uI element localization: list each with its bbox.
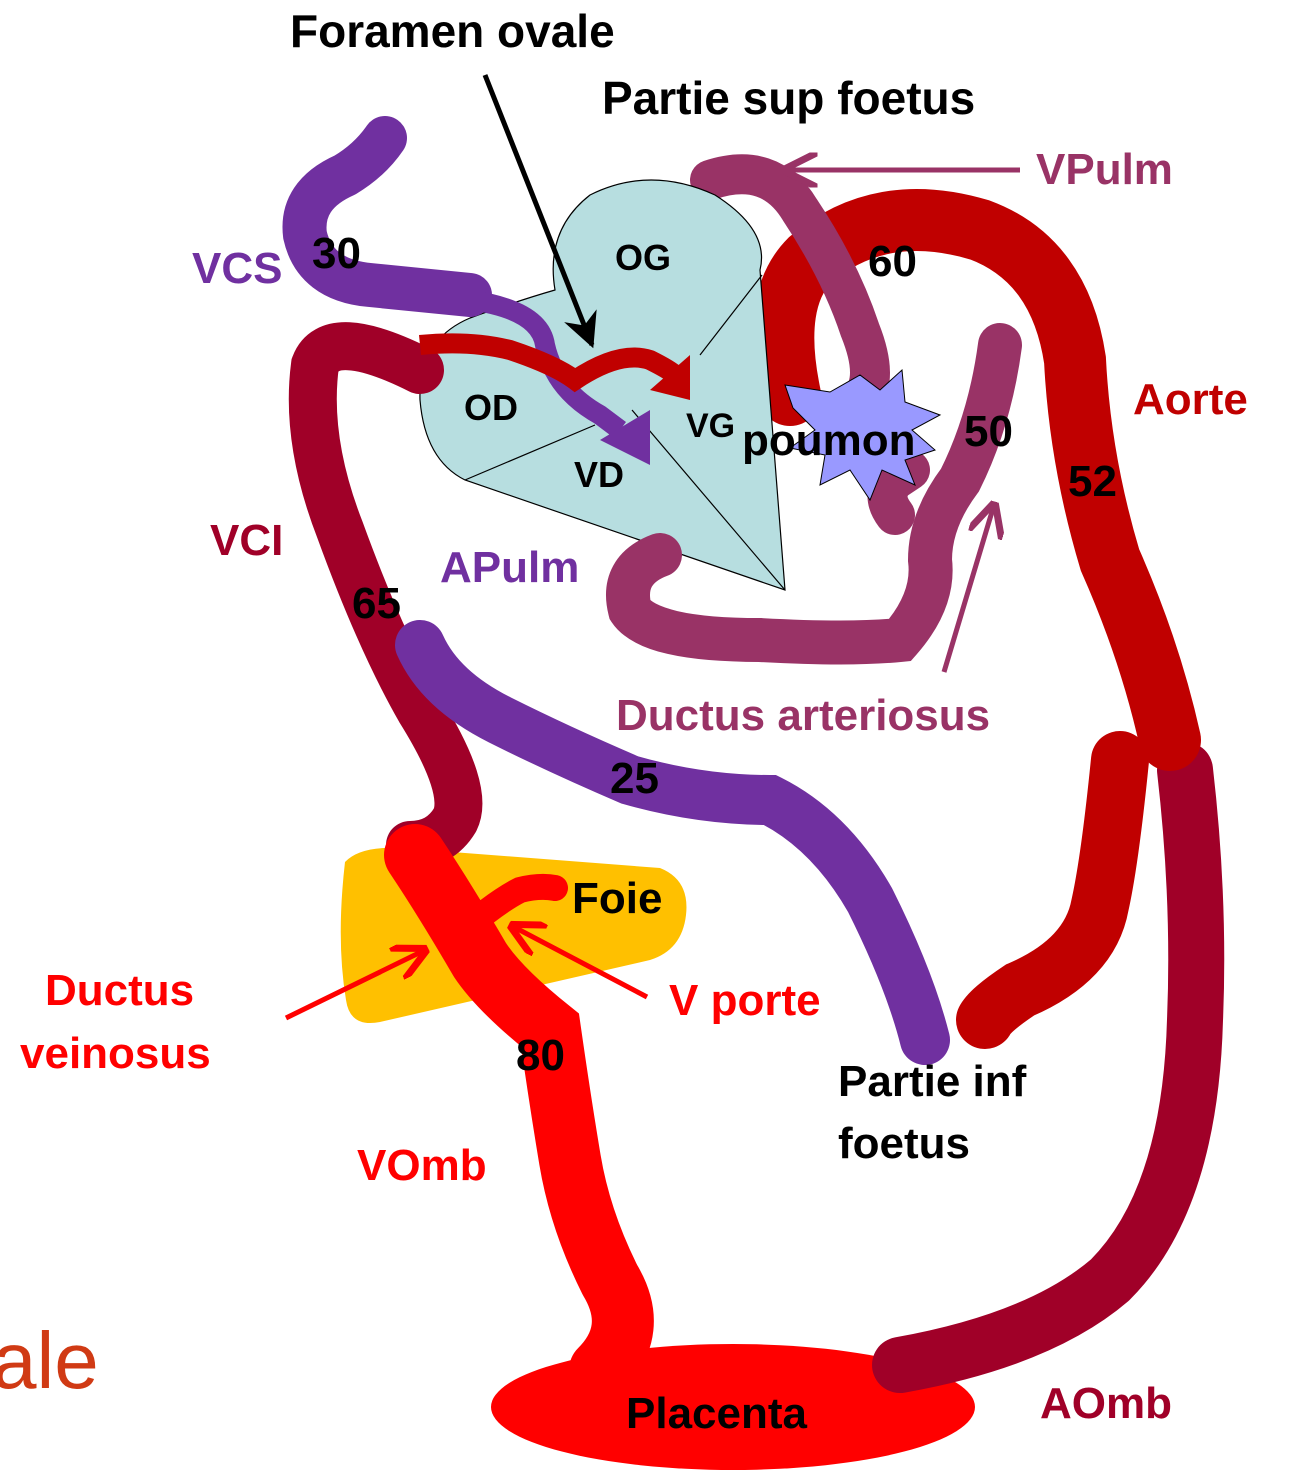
label-apulm: APulm: [440, 543, 579, 592]
label-foie: Foie: [572, 874, 662, 923]
label-vpulm: VPulm: [1036, 145, 1173, 194]
saturation-umbilical-vein: 80: [516, 1031, 565, 1080]
label-v-porte: V porte: [669, 976, 821, 1025]
label-ductus-veinosus-line1: Ductus: [45, 966, 194, 1015]
saturation-lower-body-return: 25: [610, 754, 659, 803]
saturation-pulmonary: 50: [964, 407, 1013, 456]
label-aorte: Aorte: [1133, 375, 1248, 424]
label-ductus-arteriosus: Ductus arteriosus: [616, 691, 990, 740]
label-vd: VD: [574, 454, 624, 495]
label-partie-sup-foetus: Partie sup foetus: [602, 72, 975, 124]
label-placenta: Placenta: [626, 1389, 808, 1438]
label-ductus-veinosus-line2: veinosus: [20, 1029, 211, 1078]
label-vg: VG: [686, 407, 735, 445]
label-vci: VCI: [210, 516, 283, 565]
label-vcs: VCS: [192, 244, 282, 293]
residual-partial-text: ale: [0, 1316, 99, 1405]
label-partie-inf-line2: foetus: [838, 1119, 970, 1168]
saturation-vcs: 30: [312, 229, 361, 278]
saturation-aorta-descending: 52: [1068, 457, 1117, 506]
label-poumon: poumon: [742, 416, 916, 465]
label-partie-inf-line1: Partie inf: [838, 1057, 1027, 1106]
label-vomb: VOmb: [357, 1141, 487, 1190]
heart: [420, 180, 785, 590]
label-foramen-ovale: Foramen ovale: [290, 5, 615, 57]
label-og: OG: [615, 237, 671, 278]
label-od: OD: [464, 387, 518, 428]
saturation-vci: 65: [352, 579, 401, 628]
label-aomb: AOmb: [1040, 1379, 1172, 1428]
saturation-aorta-arch: 60: [868, 237, 917, 286]
aorta-lower-segment: [985, 760, 1120, 1020]
